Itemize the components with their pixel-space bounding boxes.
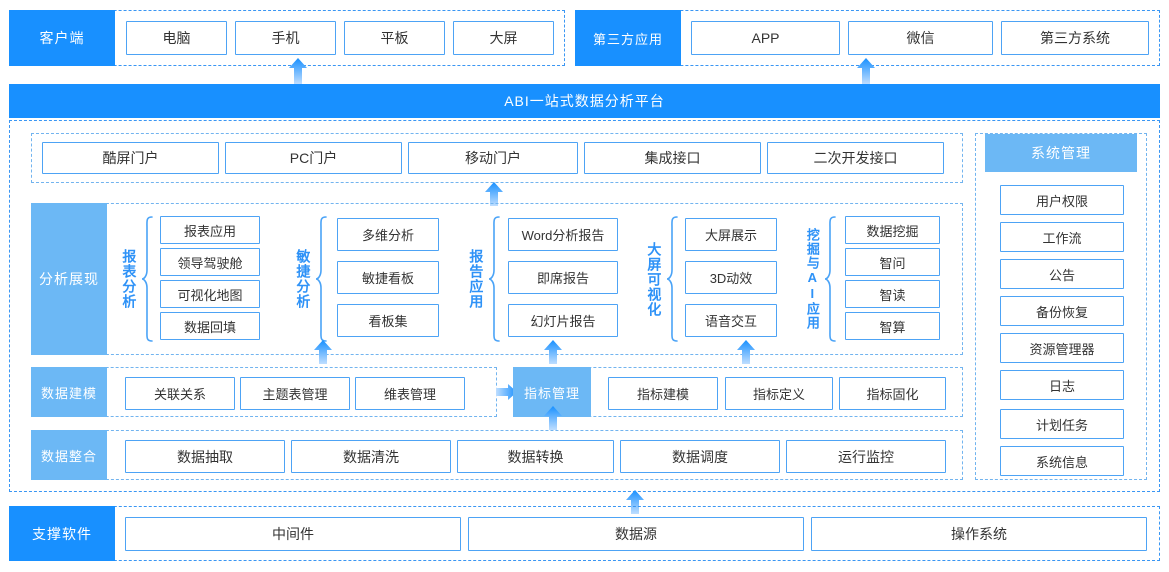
portal-item-1[interactable]: PC门户 (225, 142, 402, 174)
brace-1 (315, 216, 327, 342)
analysis-item-0-1[interactable]: 领导驾驶舱 (160, 248, 260, 276)
analysis-item-3-0[interactable]: 大屏展示 (685, 218, 777, 251)
analysis-item-2-0[interactable]: Word分析报告 (508, 218, 618, 251)
analysis-item-1-1[interactable]: 敏捷看板 (337, 261, 439, 294)
modeling-item-2[interactable]: 维表管理 (355, 377, 465, 410)
integration-item-2[interactable]: 数据转换 (457, 440, 614, 473)
integration-item-4[interactable]: 运行监控 (786, 440, 946, 473)
support-item-2[interactable]: 操作系统 (811, 517, 1147, 551)
modeling-item-1[interactable]: 主题表管理 (240, 377, 350, 410)
analysis-group-label-2: 报告应用 (468, 249, 485, 309)
portal-item-2[interactable]: 移动门户 (408, 142, 578, 174)
integration-item-0[interactable]: 数据抽取 (125, 440, 285, 473)
platform-outer-container (9, 120, 1160, 492)
arrow-up-analysis (736, 340, 756, 364)
support-badge: 支撑软件 (9, 506, 115, 561)
analysis-item-2-1[interactable]: 即席报告 (508, 261, 618, 294)
brace-4 (824, 216, 836, 342)
integration-item-3[interactable]: 数据调度 (620, 440, 780, 473)
client-item-0[interactable]: 电脑 (126, 21, 227, 55)
arrow-up-third-party (856, 58, 876, 84)
modeling-item-0[interactable]: 关联关系 (125, 377, 235, 410)
analysis-item-2-2[interactable]: 幻灯片报告 (508, 304, 618, 337)
system-panel-item-1[interactable]: 工作流 (1000, 222, 1124, 252)
system-panel-item-3[interactable]: 备份恢复 (1000, 296, 1124, 326)
support-item-1[interactable]: 数据源 (468, 517, 804, 551)
system-panel-item-5[interactable]: 日志 (1000, 370, 1124, 400)
analysis-item-4-1[interactable]: 智问 (845, 248, 940, 276)
system-panel-item-6[interactable]: 计划任务 (1000, 409, 1124, 439)
modeling-badge: 数据建模 (31, 367, 107, 417)
client-item-2[interactable]: 平板 (344, 21, 445, 55)
arrow-up-integration (543, 406, 563, 430)
analysis-item-1-0[interactable]: 多维分析 (337, 218, 439, 251)
system-panel-item-7[interactable]: 系统信息 (1000, 446, 1124, 476)
arrow-right-metric (496, 383, 518, 401)
client-badge: 客户端 (9, 10, 115, 66)
analysis-group-label-3: 大屏可视化 (646, 241, 663, 317)
client-item-1[interactable]: 手机 (235, 21, 336, 55)
arrow-up-client (288, 58, 308, 84)
brace-3 (666, 216, 678, 342)
support-item-0[interactable]: 中间件 (125, 517, 461, 551)
system-panel-container (975, 133, 1147, 480)
analysis-item-3-1[interactable]: 3D动效 (685, 261, 777, 294)
portal-item-4[interactable]: 二次开发接口 (767, 142, 944, 174)
analysis-item-0-0[interactable]: 报表应用 (160, 216, 260, 244)
analysis-item-0-2[interactable]: 可视化地图 (160, 280, 260, 308)
integration-item-1[interactable]: 数据清洗 (291, 440, 451, 473)
analysis-item-4-0[interactable]: 数据挖掘 (845, 216, 940, 244)
analysis-item-0-3[interactable]: 数据回填 (160, 312, 260, 340)
portal-row-container (31, 133, 963, 183)
arrow-up-modeling (313, 340, 333, 364)
client-item-3[interactable]: 大屏 (453, 21, 554, 55)
arrow-up-portal (484, 182, 504, 206)
third-party-item-0[interactable]: APP (691, 21, 840, 55)
metric-item-0[interactable]: 指标建模 (608, 377, 718, 410)
metric-item-2[interactable]: 指标固化 (839, 377, 946, 410)
integration-badge: 数据整合 (31, 430, 107, 480)
system-panel-item-0[interactable]: 用户权限 (1000, 185, 1124, 215)
third-party-item-2[interactable]: 第三方系统 (1001, 21, 1149, 55)
analysis-group-label-4: 挖掘与AI应用 (804, 228, 820, 330)
arrow-up-metric (543, 340, 563, 364)
brace-2 (488, 216, 500, 342)
analysis-item-4-3[interactable]: 智算 (845, 312, 940, 340)
analysis-group-label-0: 报表分析 (121, 249, 138, 309)
third-party-item-1[interactable]: 微信 (848, 21, 993, 55)
system-panel-badge: 系统管理 (985, 134, 1137, 172)
analysis-item-1-2[interactable]: 看板集 (337, 304, 439, 337)
arrow-up-support (625, 490, 645, 514)
system-panel-item-4[interactable]: 资源管理器 (1000, 333, 1124, 363)
analysis-item-4-2[interactable]: 智读 (845, 280, 940, 308)
platform-banner: ABI一站式数据分析平台 (9, 84, 1160, 118)
analysis-item-3-2[interactable]: 语音交互 (685, 304, 777, 337)
system-panel-item-2[interactable]: 公告 (1000, 259, 1124, 289)
third-party-badge: 第三方应用 (575, 10, 681, 66)
brace-0 (141, 216, 153, 342)
metric-item-1[interactable]: 指标定义 (725, 377, 833, 410)
analysis-group-label-1: 敏捷分析 (295, 249, 312, 309)
portal-item-3[interactable]: 集成接口 (584, 142, 761, 174)
portal-item-0[interactable]: 酷屏门户 (42, 142, 219, 174)
analysis-badge: 分析展现 (31, 203, 107, 355)
